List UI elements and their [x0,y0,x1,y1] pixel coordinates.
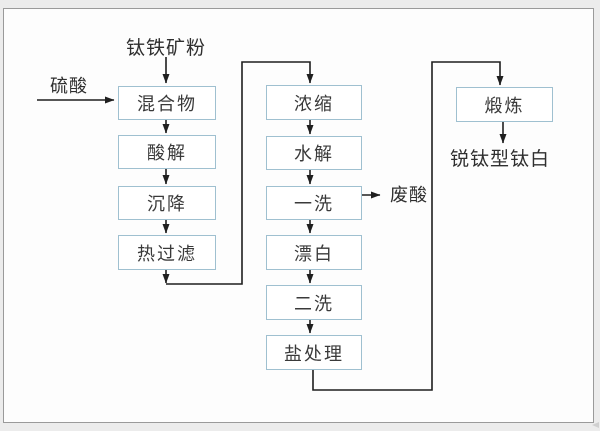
label-waste-acid: 废酸 [390,185,428,205]
process-box-calcination: 煅炼 [456,87,553,122]
corner-artifact-mark [592,422,599,428]
label-anatase-titanium-white: 锐钛型钛白 [449,148,550,170]
process-box-second-wash: 二洗 [266,285,362,320]
process-box-salt-treatment: 盐处理 [266,335,362,370]
process-box-mixture: 混合物 [118,86,216,120]
label-sulfuric-acid: 硫酸 [50,76,88,96]
process-box-sedimentation: 沉降 [118,186,216,220]
process-box-concentration: 浓缩 [266,85,362,120]
process-box-first-wash: 一洗 [266,186,362,220]
process-box-hydrolysis: 水解 [266,136,362,170]
process-box-acidolysis: 酸解 [118,135,216,169]
process-box-bleaching: 漂白 [266,235,362,270]
label-ilmenite-ore: 钛铁矿粉 [125,37,206,59]
process-box-hot-filtration: 热过滤 [118,235,216,270]
